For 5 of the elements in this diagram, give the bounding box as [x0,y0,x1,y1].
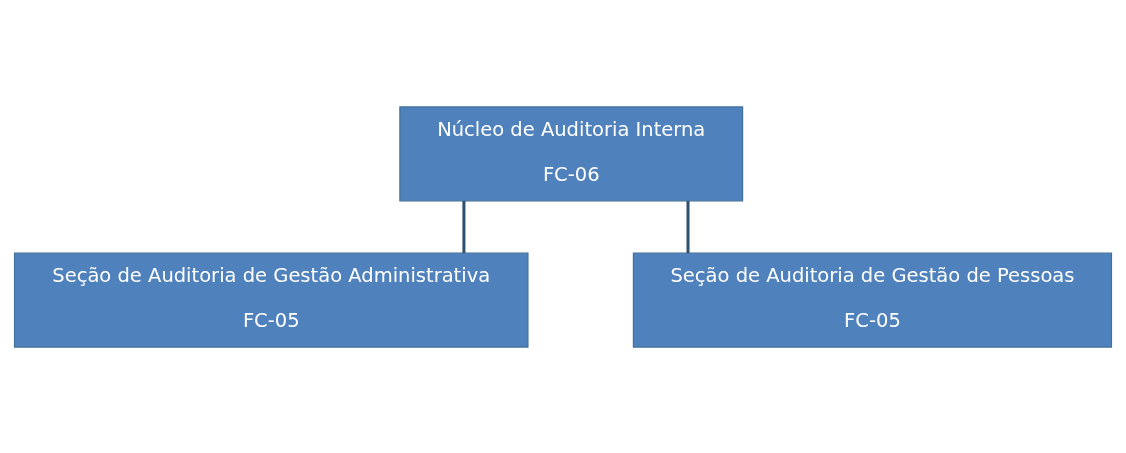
node-box: Seção de Auditoria de Gestão de Pessoas FC-05 [632,252,1113,348]
connector [462,200,466,253]
connector [686,200,690,253]
node-box: Seção de Auditoria de Gestão Administrativa FC-05 [13,252,529,348]
node-box: Núcleo de Auditoria Interna FC-06 [399,105,744,201]
